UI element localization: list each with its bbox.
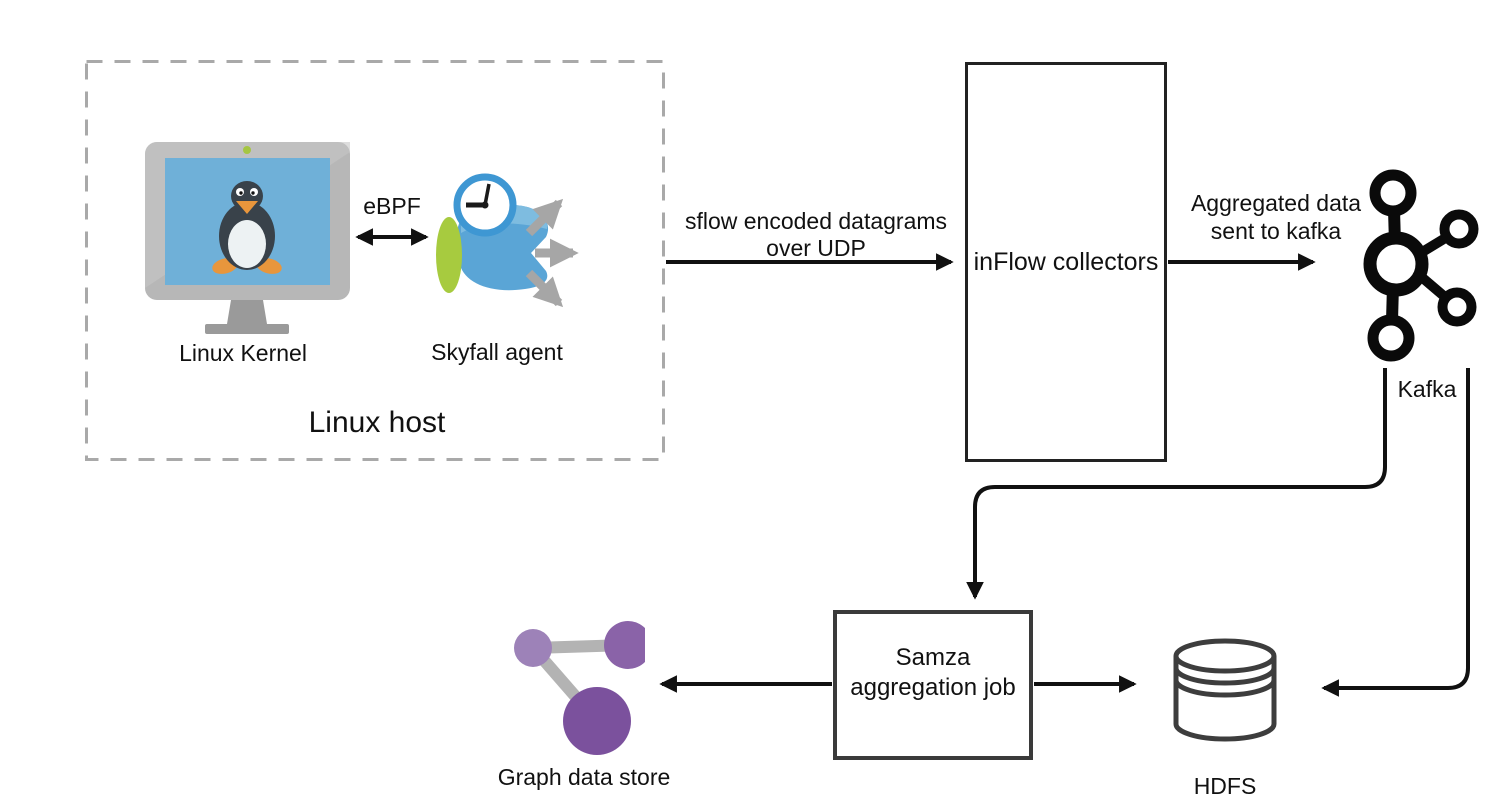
graph-data-store-label: Graph data store — [497, 764, 671, 790]
skyfall-agent-icon — [436, 173, 579, 308]
kafka-to-hdfs-connector — [1321, 368, 1470, 697]
sflow-edge-label-line2: over UDP — [766, 235, 866, 261]
sflow-edge-label: sflow encoded datagrams over UDP — [685, 208, 947, 262]
linux-kernel-label: Linux Kernel — [179, 340, 307, 366]
linux-host-box — [85, 60, 665, 461]
skyfall-agent-label: Skyfall agent — [431, 339, 563, 365]
hdfs-icon — [1173, 638, 1277, 742]
samza-box: Samza aggregation job — [833, 610, 1033, 760]
graph-data-store-icon — [514, 621, 645, 755]
monitor-stand — [227, 300, 267, 324]
aggregated-edge-label: Aggregated data sent to kafka — [1191, 189, 1361, 245]
aggregated-edge-label-line2: sent to kafka — [1210, 218, 1342, 244]
aggregated-edge-label-line1: Aggregated data — [1190, 190, 1362, 216]
kafka-icon — [1363, 169, 1479, 362]
clock-icon — [453, 173, 517, 237]
ebpf-label: eBPF — [363, 193, 421, 219]
tux-icon — [212, 181, 282, 274]
samza-label-line2: aggregation job — [850, 674, 1016, 701]
power-led — [243, 146, 251, 154]
inflow-collectors-box: inFlow collectors — [965, 62, 1167, 462]
hdfs-label: HDFS — [1193, 773, 1257, 799]
samza-label-line1: Samza — [895, 644, 971, 671]
kafka-label: Kafka — [1397, 376, 1457, 402]
fanout-arrows-icon — [525, 198, 579, 308]
linux-host-label: Linux host — [308, 406, 446, 439]
monitor-base — [205, 324, 289, 334]
inflow-collectors-label: inFlow collectors — [973, 247, 1159, 276]
linux-kernel-icon — [145, 142, 350, 334]
sflow-edge-label-line1: sflow encoded datagrams — [684, 208, 948, 234]
kafka-to-samza-connector — [966, 368, 1387, 600]
